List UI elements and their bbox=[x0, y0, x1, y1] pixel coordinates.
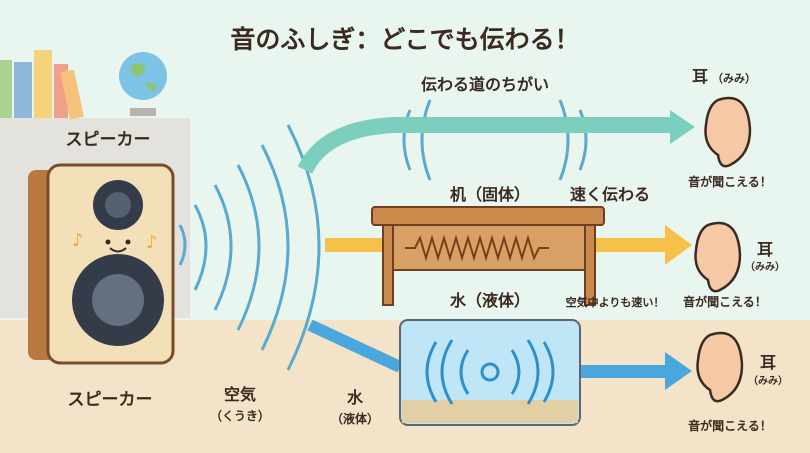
ear-reading: （みみ） bbox=[748, 374, 788, 387]
speaker-label-top: スピーカー bbox=[66, 130, 151, 150]
liquid-path-arrow bbox=[307, 319, 403, 373]
ear-label: 耳 bbox=[757, 240, 773, 259]
water-label: 水（液体） bbox=[450, 291, 530, 310]
ear-icon bbox=[694, 96, 752, 403]
air-label: 空気 bbox=[224, 385, 256, 404]
ear-label: 耳 bbox=[760, 353, 776, 372]
ear-label: 耳 bbox=[692, 67, 708, 86]
desk-note: 速く伝わる bbox=[570, 185, 650, 204]
air-reading: （くうき） bbox=[210, 408, 270, 423]
ear-reading: （みみ） bbox=[712, 72, 756, 85]
ear-heard: 音が聞こえる！ bbox=[688, 174, 772, 189]
music-note-icon: ♪ bbox=[146, 232, 158, 253]
water-bottom-reading: （液体） bbox=[331, 411, 379, 426]
page-title: 音のふしぎ：どこでも伝わる！ bbox=[230, 25, 579, 54]
water-tank bbox=[399, 319, 581, 426]
ear-heard: 音が聞こえる！ bbox=[688, 418, 772, 433]
music-note-icon: ♪ bbox=[72, 230, 84, 251]
desk-label: 机（固体） bbox=[450, 185, 530, 204]
speaker: ♪ ♪ bbox=[28, 163, 175, 365]
sound-waves bbox=[178, 99, 588, 371]
water-bottom-label: 水 bbox=[347, 388, 364, 407]
desk bbox=[371, 206, 605, 306]
ear-reading: （みみ） bbox=[745, 260, 785, 273]
water-note: 空気中よりも速い！ bbox=[566, 295, 665, 309]
subtitle: 伝わる道のちがい bbox=[421, 75, 549, 94]
speaker-label-bottom: スピーカー bbox=[68, 390, 153, 410]
ear-heard: 音が聞こえる！ bbox=[683, 294, 767, 309]
globe-icon bbox=[119, 52, 167, 100]
air-path-arrow bbox=[297, 117, 675, 174]
